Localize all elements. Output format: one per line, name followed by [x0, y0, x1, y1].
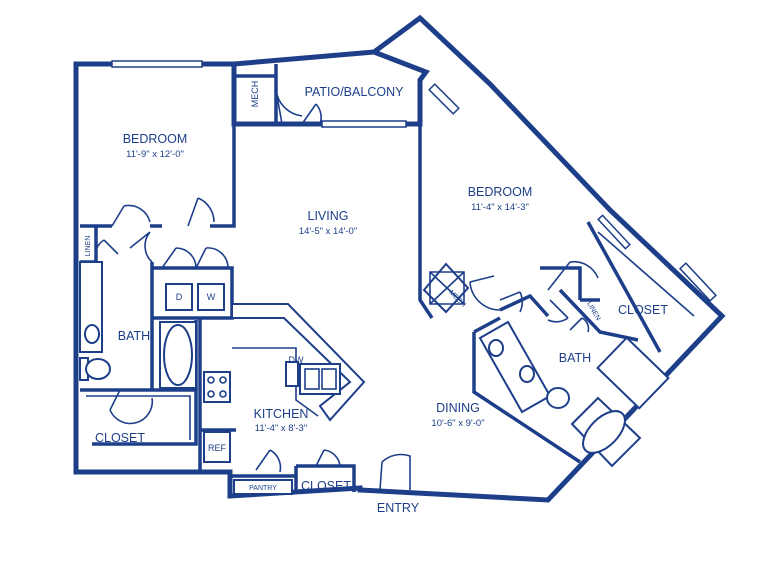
bedroom2-label: BEDROOM — [468, 185, 533, 199]
stove-icon — [203, 371, 231, 403]
pantry-shelf — [233, 479, 293, 495]
kitchen-label: KITCHEN — [254, 407, 309, 421]
sink-icon — [488, 339, 504, 357]
bedroom1-dim: 11'-9" x 12'-0" — [126, 149, 184, 160]
toilet-icon — [85, 358, 111, 380]
entry-label: ENTRY — [377, 501, 420, 515]
fixtures — [79, 231, 695, 495]
shower-icon — [596, 336, 670, 410]
closet1-label: CLOSET — [95, 431, 145, 445]
sink-icon — [84, 324, 100, 344]
bath2-label: BATH — [559, 351, 591, 365]
windows — [111, 60, 717, 302]
vanity-counter-2 — [478, 320, 552, 414]
dryer-icon — [165, 283, 193, 311]
refrigerator-label: REF — [208, 443, 227, 453]
bedroom2-dim: 11'-4" x 14'-3" — [471, 202, 529, 213]
dryer-label: D — [176, 292, 183, 302]
dining-label: DINING — [436, 401, 480, 415]
doors — [94, 89, 599, 491]
living-label: LIVING — [308, 209, 349, 223]
refrigerator-icon — [203, 431, 231, 463]
bedroom1-label: BEDROOM — [123, 132, 188, 146]
closet2-label: CLOSET — [301, 479, 351, 493]
dishwasher-label: DW — [289, 355, 304, 365]
patio-label: PATIO/BALCONY — [305, 85, 405, 99]
pantry-label: PANTRY — [249, 485, 277, 492]
mech1-label: MECH — [250, 81, 260, 108]
room-labels: BEDROOM 11'-9" x 12'-0" LIVING 14'-5" x … — [85, 81, 668, 515]
dining-dim: 10'-6" x 9'-0" — [431, 418, 484, 429]
interior-walls — [80, 64, 662, 492]
sink-icon — [519, 365, 535, 383]
toilet-icon — [546, 387, 570, 409]
linen1-label: LINEN — [85, 236, 92, 257]
living-dim: 14'-5" x 14'-0" — [299, 226, 357, 237]
kitchen-dim: 11'-4" x 8'-3" — [255, 423, 307, 434]
washer-icon — [197, 283, 225, 311]
washer-label: W — [207, 292, 216, 302]
dishwasher-icon — [285, 361, 299, 387]
kitchen-counter — [231, 303, 366, 422]
bathtub-icon — [163, 324, 193, 386]
closet3-label: CLOSET — [618, 303, 668, 317]
bath1-label: BATH — [118, 329, 150, 343]
